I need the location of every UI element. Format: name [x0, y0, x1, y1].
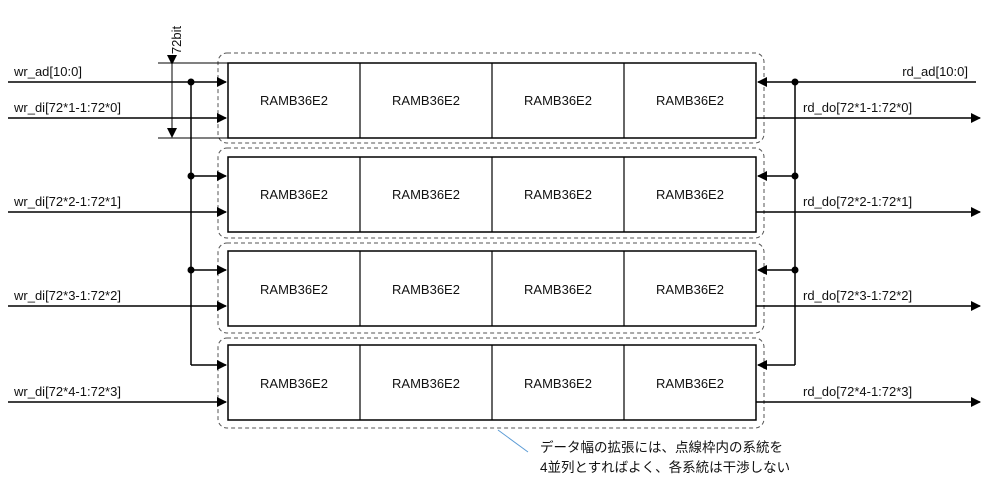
rd-do-label-row3: rd_do[72*3-1:72*2] [803, 288, 912, 303]
ram-cell: RAMB36E2 [524, 93, 592, 108]
note-line-1: データ幅の拡張には、点線枠内の系統を [540, 439, 783, 455]
ram-cell: RAMB36E2 [524, 376, 592, 391]
wr-di-label-row2: wr_di[72*2-1:72*1] [13, 194, 121, 209]
ram-cell: RAMB36E2 [260, 282, 328, 297]
wr-data-inputs [8, 113, 227, 407]
rd-do-label-row2: rd_do[72*2-1:72*1] [803, 194, 912, 209]
ram-cell: RAMB36E2 [260, 187, 328, 202]
note-line-2: 4並列とすればよく、各系統は干渉しない [540, 460, 790, 475]
ram-cell: RAMB36E2 [260, 93, 328, 108]
rd-do-label-row1: rd_do[72*1-1:72*0] [803, 100, 912, 115]
dashed-frame-row3 [217, 242, 765, 334]
ram-cell: RAMB36E2 [392, 282, 460, 297]
rd-ad-label: rd_ad[10:0] [902, 64, 968, 79]
dashed-frame-row2 [217, 147, 765, 239]
wr-address-junctions [187, 78, 195, 274]
bit-width-label: 72bit [169, 26, 184, 55]
rd-do-label-row4: rd_do[72*4-1:72*3] [803, 384, 912, 399]
wr-di-label-row1: wr_di[72*1-1:72*0] [13, 100, 121, 115]
wr-di-label-row4: wr_di[72*4-1:72*3] [13, 384, 121, 399]
ram-cell: RAMB36E2 [392, 93, 460, 108]
ram-row-3: RAMB36E2 RAMB36E2 RAMB36E2 RAMB36E2 [227, 250, 757, 327]
dashed-frame-row4 [217, 337, 765, 429]
ram-cell: RAMB36E2 [260, 376, 328, 391]
ram-cell: RAMB36E2 [392, 376, 460, 391]
ram-cell: RAMB36E2 [524, 282, 592, 297]
callout-leader [497, 429, 529, 453]
dashed-frame-row1 [217, 52, 765, 144]
ram-row-1: RAMB36E2 RAMB36E2 RAMB36E2 RAMB36E2 [227, 62, 757, 139]
rd-address-bus [757, 77, 976, 370]
ram-row-2: RAMB36E2 RAMB36E2 RAMB36E2 RAMB36E2 [227, 156, 757, 233]
ram-cell: RAMB36E2 [656, 93, 724, 108]
ram-cell: RAMB36E2 [656, 376, 724, 391]
dashed-frames [217, 52, 765, 429]
ram-cell: RAMB36E2 [656, 282, 724, 297]
wr-ad-label: wr_ad[10:0] [13, 64, 82, 79]
wr-di-label-row3: wr_di[72*3-1:72*2] [13, 288, 121, 303]
rd-data-outputs [756, 113, 981, 407]
ram-cell: RAMB36E2 [656, 187, 724, 202]
ram-cell: RAMB36E2 [392, 187, 460, 202]
bit-width-marker [158, 55, 228, 139]
wr-address-bus [8, 77, 227, 370]
ram-cell: RAMB36E2 [524, 187, 592, 202]
ram-row-4: RAMB36E2 RAMB36E2 RAMB36E2 RAMB36E2 [227, 344, 757, 421]
rd-address-junctions [791, 78, 799, 274]
